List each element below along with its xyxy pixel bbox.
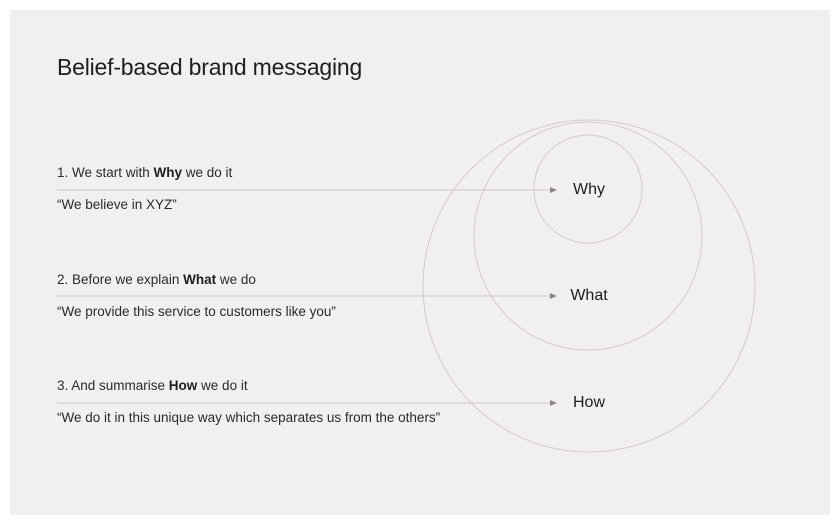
page-title: Belief-based brand messaging [57,54,363,80]
step-1-prefix: 1. We start with [57,165,154,180]
step-3-suffix: we do it [197,378,248,393]
step-3-heading: 3. And summarise How we do it [57,378,248,393]
step-2-quote: “We provide this service to customers li… [57,304,336,319]
circle-label-what: What [570,287,608,304]
step-2-prefix: 2. Before we explain [57,272,184,287]
step-2-suffix: we do [216,272,256,287]
middle-circle-what [473,121,703,351]
step-1-quote: “We believe in XYZ” [57,197,177,212]
step-3-prefix: 3. And summarise [57,378,169,393]
step-2-heading: 2. Before we explain What we do [57,272,256,287]
connector-arrow-what [550,293,557,299]
step-2-keyword: What [183,272,217,287]
step-1-heading: 1. We start with Why we do it [57,165,232,180]
inner-circle-why [533,134,643,244]
circle-label-why: Why [573,181,605,198]
nested-circles-diagram [57,119,756,453]
connector-arrow-how [550,400,557,406]
slide: Belief-based brand messaging 1. We start… [10,10,830,515]
step-3-keyword: How [168,378,198,393]
step-3-quote: “We do it in this unique way which separ… [57,410,441,425]
outer-circle-how [422,119,756,453]
circle-label-how: How [572,394,606,411]
step-1-suffix: we do it [182,165,233,180]
connector-arrow-why [550,187,557,193]
step-1-keyword: Why [153,165,183,180]
